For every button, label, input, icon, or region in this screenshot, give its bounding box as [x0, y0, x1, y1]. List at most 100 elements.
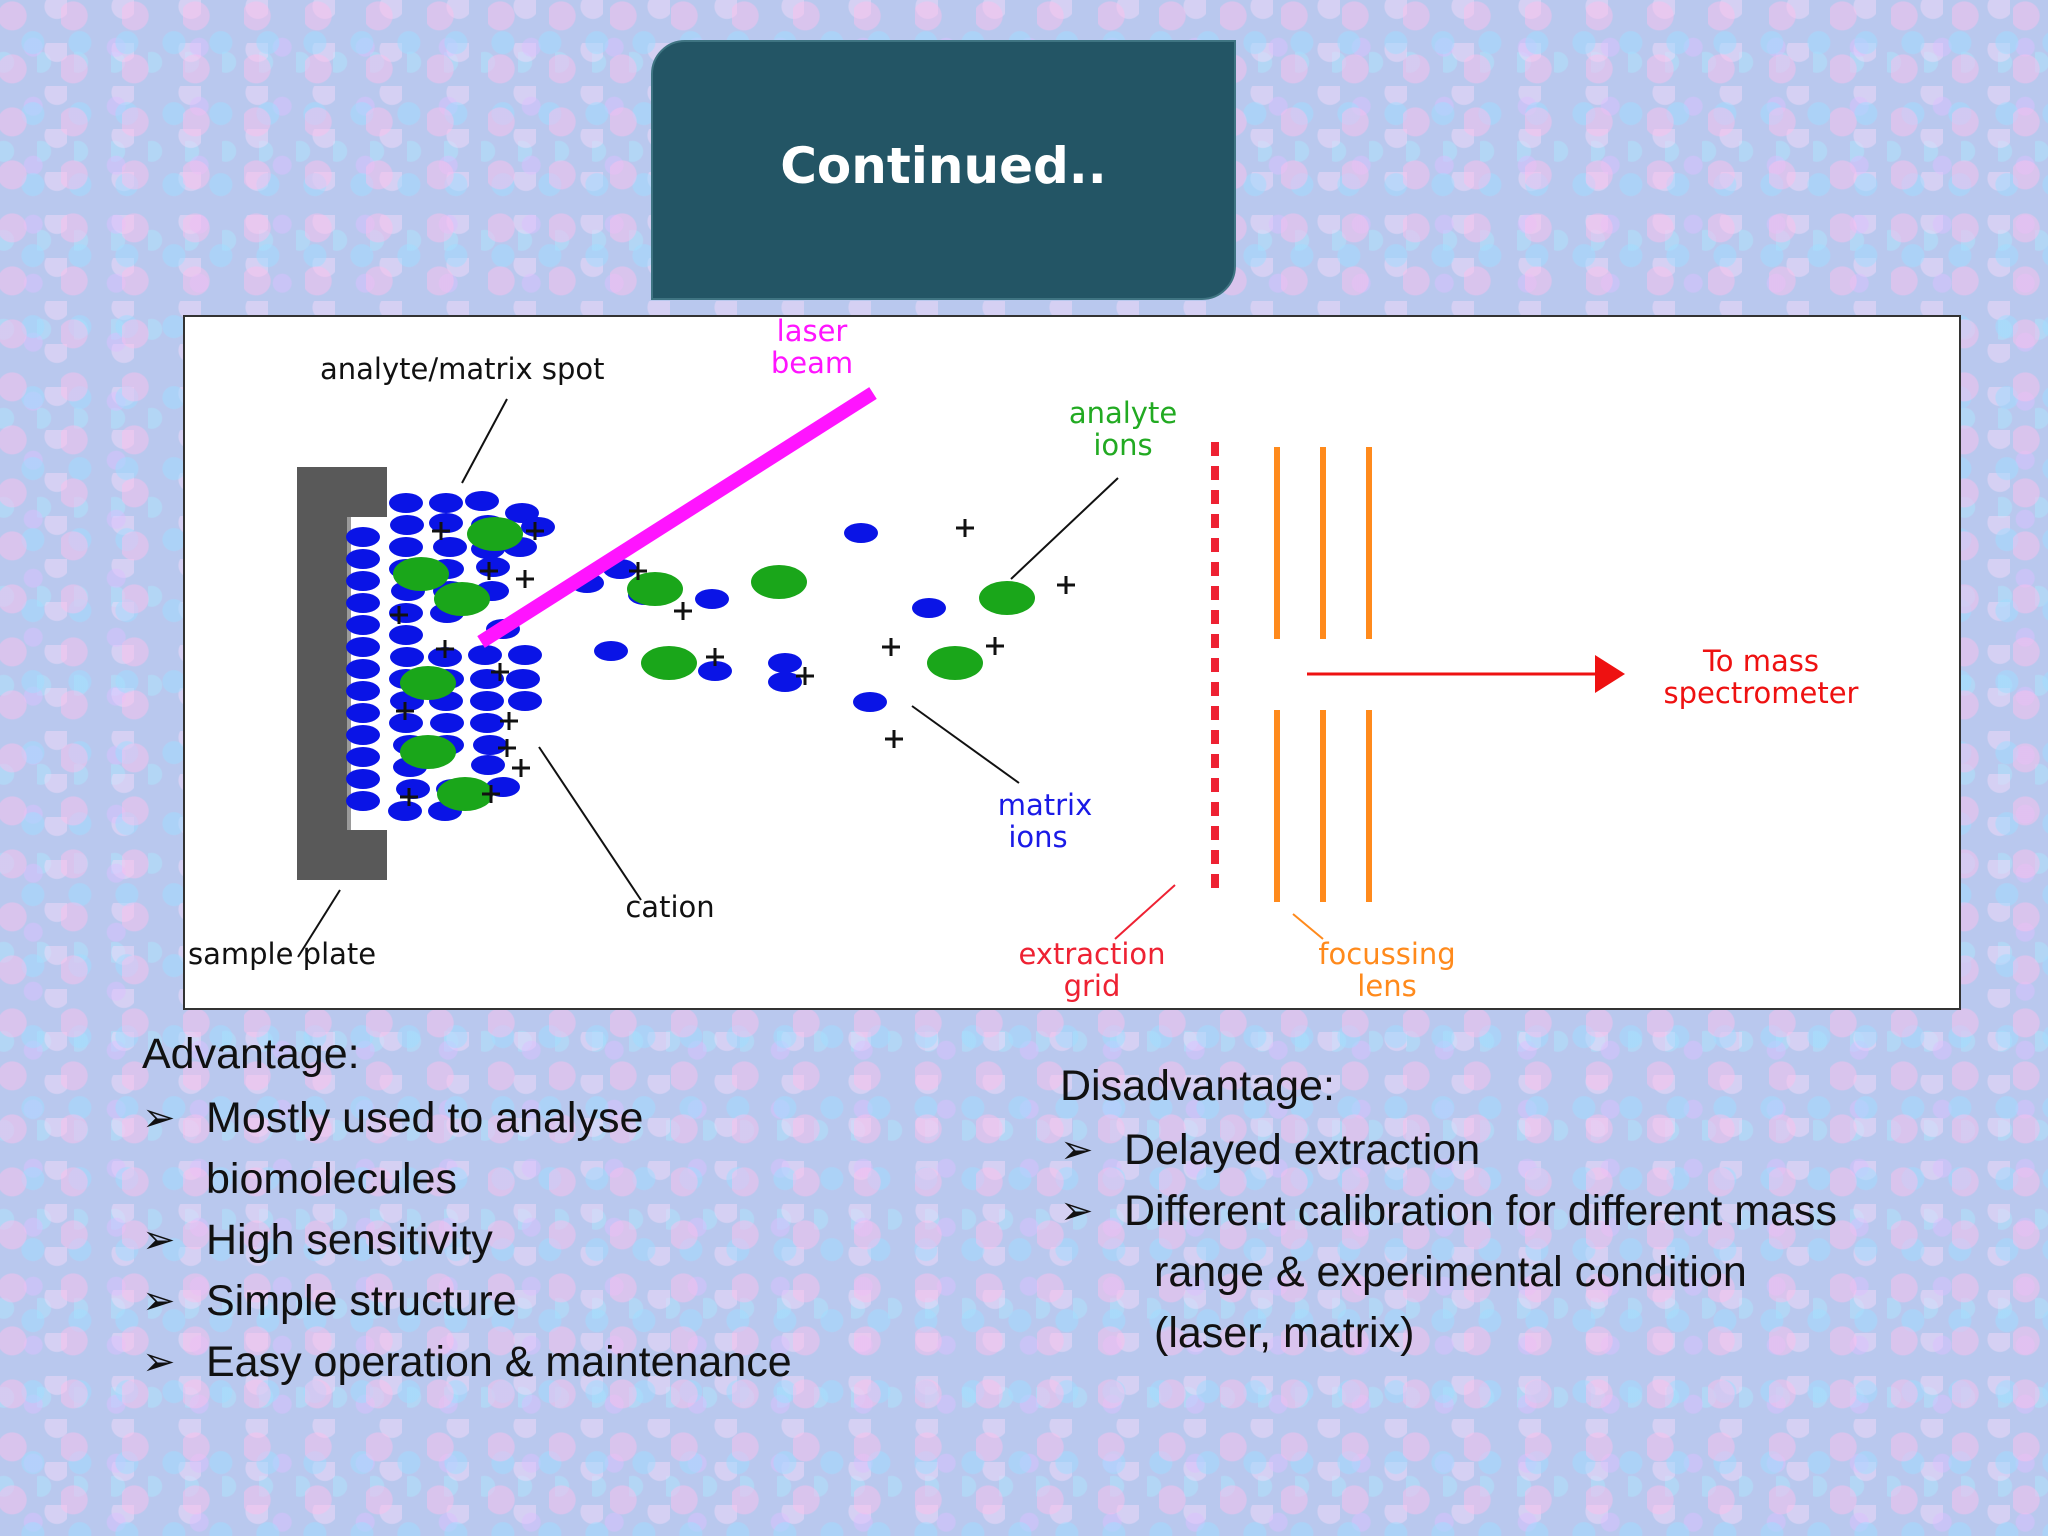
label-focussing: focussing [1318, 937, 1455, 971]
arrowhead-bullet-icon: ➢ [142, 1096, 176, 1140]
maldi-diagram-svg: analyte/matrix spot laser beam analyte i… [188, 317, 1859, 1003]
list-item-text: Easy operation & maintenance [206, 1338, 792, 1386]
plus-charge-icon [390, 606, 408, 624]
label-spectrometer: spectrometer [1664, 676, 1859, 710]
matrix-molecule [473, 735, 507, 755]
maldi-diagram: analyte/matrix spot laser beam analyte i… [183, 315, 1961, 1010]
plus-charge-icon [400, 788, 418, 806]
plus-charge-icon [482, 785, 500, 803]
label-sample-plate: sample plate [188, 937, 376, 971]
matrix-molecule [698, 661, 732, 681]
disadvantage-heading: Disadvantage: [1060, 1062, 1335, 1110]
list-item-text: Simple structure [206, 1277, 517, 1325]
list-item-text: Mostly used to analyse [206, 1094, 644, 1142]
label-matrix: matrix [998, 788, 1093, 822]
matrix-molecule [346, 725, 380, 745]
label-to-mass: To mass [1702, 644, 1819, 678]
analyte-molecule [751, 565, 807, 599]
matrix-molecule [346, 571, 380, 591]
matrix-molecule [470, 691, 504, 711]
plus-charge-icon [629, 562, 647, 580]
matrix-molecule [470, 669, 504, 689]
matrix-molecule [429, 493, 463, 513]
matrix-molecule [695, 589, 729, 609]
label-laser: laser [777, 317, 848, 348]
plus-charge-icon [498, 739, 516, 757]
matrix-molecule [433, 537, 467, 557]
analyte-molecule [400, 666, 456, 700]
matrix-molecule [388, 801, 422, 821]
matrix-molecule [396, 779, 430, 799]
list-item: ➢ Delayed extraction [1060, 1120, 1990, 1181]
matrix-molecule [521, 517, 555, 537]
analyte-molecule [437, 777, 493, 811]
plus-charge-icon [956, 519, 974, 537]
list-item-text: Different calibration for different mass [1124, 1187, 1838, 1235]
list-item-text: biomolecules [206, 1155, 457, 1203]
label-analyte-ions: ions [1093, 428, 1152, 462]
label-matrix-ions: ions [1008, 820, 1067, 854]
matrix-molecule [506, 669, 540, 689]
matrix-molecule [508, 645, 542, 665]
plus-charge-icon [396, 702, 414, 720]
matrix-molecule [346, 791, 380, 811]
list-item: ➢ Simple structure [142, 1271, 902, 1332]
laser-beam [477, 387, 877, 648]
matrix-molecule [768, 672, 802, 692]
matrix-molecule [430, 713, 464, 733]
analyte-molecule [393, 557, 449, 591]
matrix-molecule [389, 537, 423, 557]
list-item-text: Delayed extraction [1124, 1126, 1481, 1174]
matrix-molecule [346, 747, 380, 767]
plus-charge-icon [436, 640, 454, 658]
list-item-text: range & experimental condition [1154, 1248, 1747, 1296]
analyte-molecule [400, 735, 456, 769]
arrowhead-bullet-icon: ➢ [142, 1340, 176, 1384]
arrowhead-bullet-icon: ➢ [1060, 1128, 1094, 1172]
lens-pointer [1292, 913, 1324, 940]
plus-charge-icon [1057, 576, 1075, 594]
plus-charge-icon [885, 730, 903, 748]
analyte-molecule [979, 581, 1035, 615]
label-extraction: extraction [1018, 937, 1165, 971]
matrix-molecule [346, 637, 380, 657]
page-title: Continued.. [780, 137, 1107, 195]
matrix-molecule [844, 523, 878, 543]
matrix-molecule [476, 557, 510, 577]
arrowhead-bullet-icon: ➢ [1060, 1189, 1094, 1233]
arrowhead-bullet-icon: ➢ [142, 1279, 176, 1323]
list-item-text: (laser, matrix) [1154, 1309, 1415, 1357]
matrix-molecule [912, 598, 946, 618]
pointer-lines [297, 398, 1119, 958]
plus-charge-icon [500, 712, 518, 730]
label-beam: beam [771, 346, 853, 380]
matrix-molecule [465, 491, 499, 511]
plus-charge-icon [796, 667, 814, 685]
list-item: ➢ Mostly used to analyse biomolecules [142, 1088, 902, 1210]
disadvantage-list: ➢ Delayed extraction ➢ Different calibrati… [1060, 1120, 1990, 1364]
matrix-molecule [389, 493, 423, 513]
label-analyte: analyte [1069, 396, 1177, 430]
analyte-molecule [927, 646, 983, 680]
matrix-molecule [486, 777, 520, 797]
list-item: ➢ Different calibration for different ma… [1060, 1181, 1990, 1364]
label-cation: cation [625, 890, 714, 924]
matrix-molecule [389, 603, 423, 623]
matrix-molecule [346, 549, 380, 569]
label-analyte-matrix-spot: analyte/matrix spot [320, 352, 605, 386]
matrix-molecule [389, 625, 423, 645]
matrix-molecule [508, 691, 542, 711]
plus-charge-icon [526, 522, 544, 540]
matrix-molecule [389, 713, 423, 733]
matrix-molecule [346, 703, 380, 723]
plus-charge-icon [491, 663, 509, 681]
title-box: Continued.. [651, 40, 1236, 300]
matrix-molecule [390, 647, 424, 667]
advantage-heading: Advantage: [142, 1030, 360, 1078]
list-item: ➢ High sensitivity [142, 1210, 902, 1271]
plus-charge-icon [986, 637, 1004, 655]
extraction-pointer [1114, 884, 1176, 940]
label-lens: lens [1357, 969, 1416, 1003]
matrix-molecule [470, 713, 504, 733]
focussing-lens [1274, 447, 1372, 902]
